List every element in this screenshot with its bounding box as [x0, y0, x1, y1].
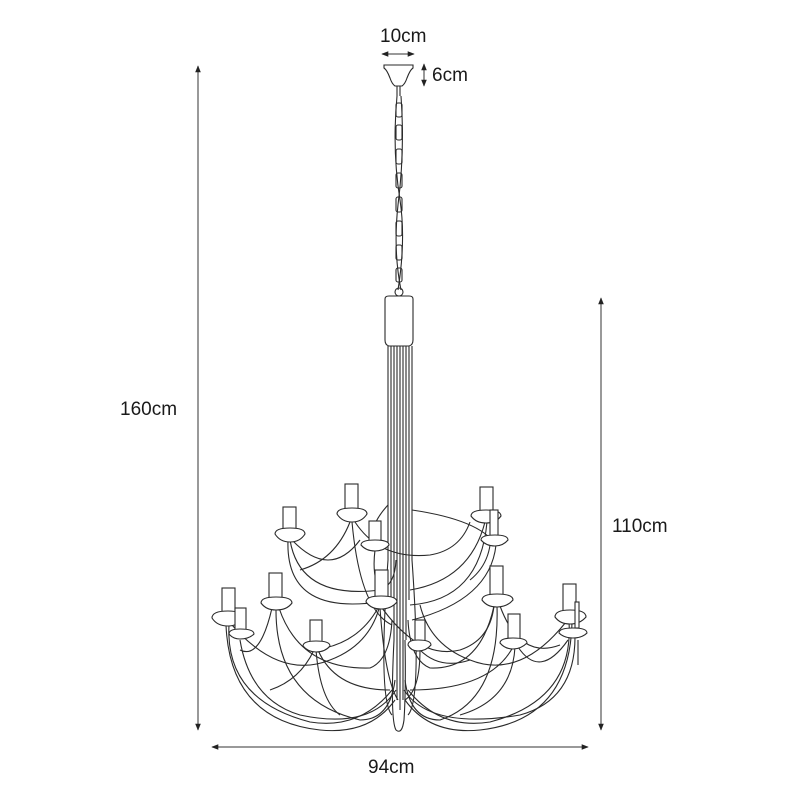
- total-height-label: 160cm: [120, 399, 178, 420]
- central-column: [383, 295, 417, 732]
- width-label: 94cm: [368, 757, 415, 778]
- upper-tier-candles: [274, 483, 509, 552]
- chain: [394, 95, 404, 297]
- body-height-label: 110cm: [612, 516, 668, 537]
- canopy-width-label: 10cm: [380, 26, 427, 47]
- lower-tier-candles: [211, 565, 588, 653]
- canopy-height-label: 6cm: [432, 65, 468, 86]
- canopy: [383, 64, 414, 96]
